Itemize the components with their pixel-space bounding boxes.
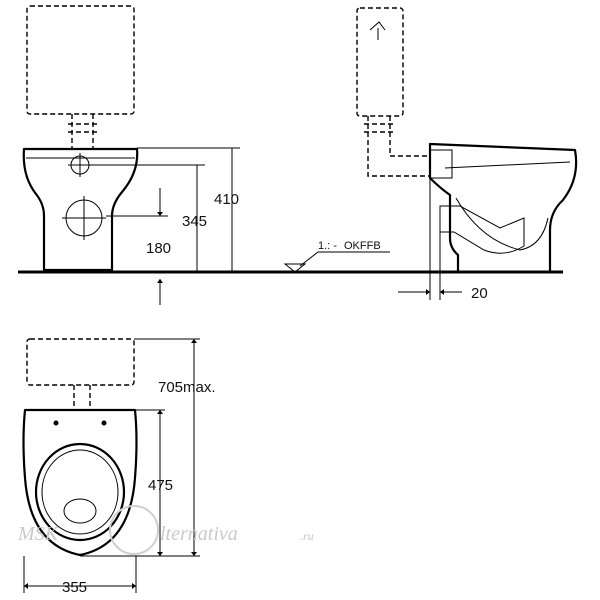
front-outlet-cross xyxy=(62,196,106,240)
dim-width: 355 xyxy=(62,579,87,596)
watermark-brand-right: lternativa xyxy=(160,523,238,545)
front-flush-pipe xyxy=(68,114,97,148)
dim-rim-height: 180 xyxy=(146,240,171,257)
fixing-hole-left xyxy=(53,420,59,426)
side-trap xyxy=(439,205,525,254)
top-drain-opening xyxy=(63,498,97,524)
dim-bowl-length: 475 xyxy=(148,477,173,494)
side-flush-pipe xyxy=(364,116,430,177)
top-flush-pipe xyxy=(73,385,91,410)
side-view: 20 xyxy=(356,7,578,302)
side-cistern-handle xyxy=(369,21,386,40)
watermark-logo-icon xyxy=(109,505,159,555)
side-bowl-outline xyxy=(428,142,578,274)
dim-outlet-height: 345 xyxy=(182,213,207,230)
watermark-brand-left: MSK xyxy=(17,523,60,545)
top-bowl-outline xyxy=(22,408,138,557)
watermark: MSK lternativa .ru xyxy=(17,505,314,555)
top-view xyxy=(22,338,138,557)
top-cistern xyxy=(26,338,135,386)
front-dimensions: 410 345 180 xyxy=(90,147,240,305)
floor-reference-label: OKFFB xyxy=(344,240,381,252)
dim-wall-offset: 20 xyxy=(471,285,488,302)
dim-overall-height: 410 xyxy=(214,191,239,208)
floor-reference: 1.: - OKFFB xyxy=(283,240,390,273)
top-bowl-inner xyxy=(41,449,119,535)
side-bowl-rim xyxy=(444,161,571,169)
front-view xyxy=(22,5,139,272)
front-bowl-outline xyxy=(22,147,139,272)
side-bowl-interior xyxy=(455,197,549,251)
watermark-domain: .ru xyxy=(300,529,314,543)
front-inlet-cross xyxy=(68,153,92,177)
top-dimensions: 705max. 475 355 xyxy=(23,338,216,596)
front-cistern xyxy=(26,5,135,115)
fixing-hole-right xyxy=(101,420,107,426)
floor-reference-prefix: 1.: - xyxy=(318,240,337,252)
top-bowl-rim xyxy=(34,442,126,542)
side-cistern xyxy=(356,7,404,117)
dim-top-length: 705max. xyxy=(158,379,216,396)
side-inlet-box xyxy=(429,149,453,179)
